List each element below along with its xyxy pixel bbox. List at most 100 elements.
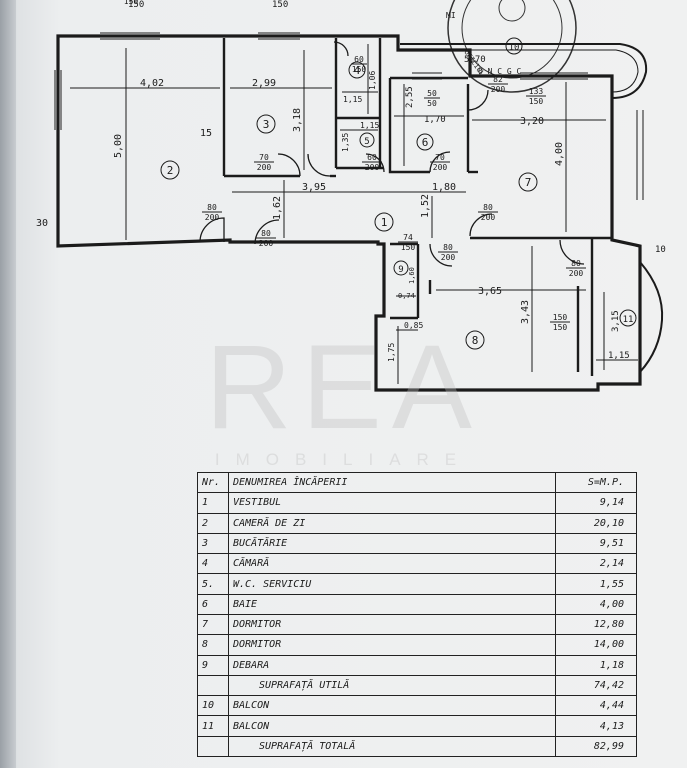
row-nr xyxy=(197,674,229,697)
room-6-marker xyxy=(416,133,434,151)
dimension-label: 3,95 xyxy=(302,182,326,193)
dimension-label: 3,20 xyxy=(520,116,544,127)
room-4-marker xyxy=(348,61,366,79)
svg-text:80: 80 xyxy=(571,259,581,268)
interior-walls xyxy=(222,38,612,376)
row-nr: 11 xyxy=(197,715,229,737)
row-area: 2,14 xyxy=(555,553,637,575)
row-room-name: DORMITOR xyxy=(228,613,556,636)
row-area: 4,13 xyxy=(555,715,637,737)
svg-text:150: 150 xyxy=(352,65,367,74)
room-number: 7 xyxy=(525,176,532,189)
room-5-marker xyxy=(359,132,375,148)
top-cropped-label: 150 xyxy=(128,0,144,10)
balcony-10-inner xyxy=(402,49,639,93)
dimension-label: 4,00 xyxy=(554,142,565,166)
row-room-name: DORMITOR xyxy=(228,634,556,656)
dimension-lines xyxy=(70,44,638,384)
watermark-logo: REA xyxy=(205,320,482,454)
room-7-marker xyxy=(518,172,538,192)
svg-text:150: 150 xyxy=(553,313,568,322)
row-room-name: BUCĂTĂRIE xyxy=(228,532,556,555)
row-nr: 7 xyxy=(197,613,229,636)
row-area: 4,00 xyxy=(555,593,637,615)
room-2-marker xyxy=(160,160,180,180)
fraction-label: 150 xyxy=(124,0,139,6)
row-room-name: BAIE xyxy=(228,593,556,615)
room-number: 4 xyxy=(354,64,361,77)
svg-text:70: 70 xyxy=(435,153,445,162)
dimension-label: 4,02 xyxy=(140,78,164,89)
dimension-label: 1,15 xyxy=(343,95,362,104)
dimension-label: 2,99 xyxy=(252,78,276,89)
dimension-label: 3,15 xyxy=(611,310,621,332)
row-nr xyxy=(197,735,229,758)
dimension-label: 0,74 xyxy=(398,292,415,300)
dimension-label: 3,65 xyxy=(478,286,502,297)
row-area: 14,00 xyxy=(555,634,637,656)
svg-text:200: 200 xyxy=(365,163,380,172)
top-cropped-label: 150 xyxy=(272,0,288,10)
header-room-name: DENUMIREA ÎNCĂPERII xyxy=(228,471,556,494)
row-area: 1,55 xyxy=(555,573,637,595)
svg-text:80: 80 xyxy=(483,203,493,212)
row-area: 9,14 xyxy=(555,492,637,514)
svg-text:200: 200 xyxy=(481,213,496,222)
row-nr: 6 xyxy=(197,593,229,615)
svg-text:200: 200 xyxy=(441,253,456,262)
dimension-label: 1,06 xyxy=(368,71,377,90)
row-area: 1,18 xyxy=(555,654,637,676)
room-number: 8 xyxy=(472,334,479,347)
room-11-marker xyxy=(619,309,637,327)
row-room-name: W.C. SERVICIU xyxy=(228,573,556,595)
svg-text:60: 60 xyxy=(354,55,364,64)
room-number: 9 xyxy=(398,265,403,275)
svg-text:70: 70 xyxy=(259,153,269,162)
header-nr: Nr. xyxy=(197,471,229,494)
dimension-label: 3,18 xyxy=(292,108,303,132)
dimension-label: 1,35 xyxy=(341,133,350,152)
svg-text:200: 200 xyxy=(259,239,274,248)
dimension-label: 1,15 xyxy=(360,121,379,130)
svg-text:200: 200 xyxy=(491,85,506,94)
svg-text:150: 150 xyxy=(124,0,139,6)
dimension-label: 1,60 xyxy=(408,267,416,284)
room-3-marker xyxy=(256,114,276,134)
row-room-name: BALCON xyxy=(228,695,556,717)
dimension-label: 0,85 xyxy=(404,321,423,330)
row-nr: 9 xyxy=(197,654,229,676)
row-area: 9,51 xyxy=(555,532,637,555)
page-edge-shadow xyxy=(0,0,16,768)
room-8-marker xyxy=(465,330,485,350)
svg-text:200: 200 xyxy=(257,163,272,172)
row-room-name: SUPRAFAȚĂ TOTALĂ xyxy=(228,735,556,758)
row-nr: 2 xyxy=(197,512,229,534)
svg-text:60: 60 xyxy=(367,153,377,162)
row-room-name: BALCON xyxy=(228,715,556,737)
room-number: 5 xyxy=(364,137,369,147)
room-10-marker xyxy=(505,37,523,55)
svg-text:50: 50 xyxy=(427,89,437,98)
dimension-label: 10 xyxy=(655,245,666,255)
dimension-label: 5,70 xyxy=(464,55,486,65)
exterior-walls xyxy=(56,34,642,392)
row-area: 4,44 xyxy=(555,695,637,717)
room-number: 11 xyxy=(623,315,634,325)
svg-text:80: 80 xyxy=(443,243,453,252)
watermark-subtitle: IMOBILIARE xyxy=(214,450,473,469)
